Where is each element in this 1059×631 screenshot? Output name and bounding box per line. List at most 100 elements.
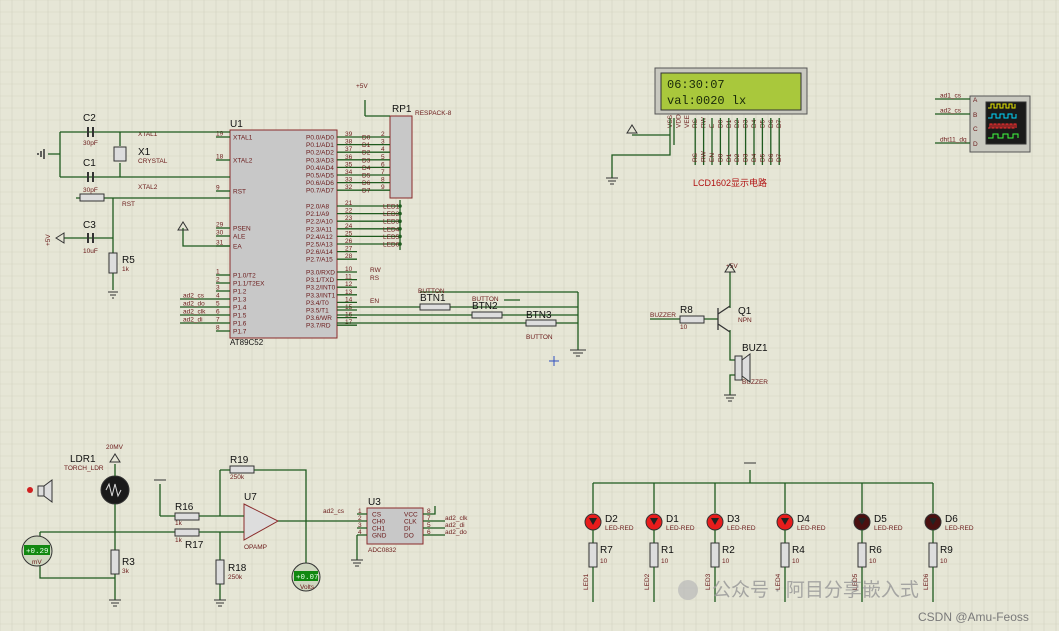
led-ref: D2 <box>605 514 618 525</box>
adc-cs-net: ad2_cs <box>323 508 345 515</box>
u1-right-pin-number: 10 <box>345 266 353 273</box>
u1-right-pin-label: P0.7/AD7 <box>306 188 334 195</box>
adc-body[interactable] <box>366 507 424 545</box>
scope-channel-label: C <box>973 126 978 133</box>
u1-right-pin-label: P0.0/AD0 <box>306 135 334 142</box>
lcd-net-label: EN <box>709 153 716 162</box>
lcd-net-label: RS <box>692 152 699 162</box>
u1-left-pin-number: 18 <box>216 154 224 161</box>
u1-right-pin-label: P2.6/A14 <box>306 249 333 256</box>
bus-label: D5 <box>362 173 371 180</box>
u1-right-pin-label: P3.2/INT0 <box>306 285 336 292</box>
bus-pin-number: 2 <box>381 131 385 138</box>
u1-right-pin-label: P2.2/A10 <box>306 219 333 226</box>
u1-part: AT89C52 <box>230 338 264 347</box>
adc-wires <box>356 506 445 560</box>
u1-right-pin-number: 27 <box>345 246 353 253</box>
scope-channel-label: A <box>973 97 978 104</box>
buzzer-ground-icon <box>724 394 736 402</box>
adc-left-pin-label: CH1 <box>372 526 385 533</box>
u1-body[interactable] <box>229 129 338 339</box>
led-bank[interactable]: D2LED-REDR710LED1D1LED-REDR110LED2D3LED-… <box>583 483 974 602</box>
led-resistor[interactable] <box>857 542 867 568</box>
u1-left-pin-label: P1.7 <box>233 329 247 336</box>
led-ref: D1 <box>666 514 679 525</box>
scope-trace-c <box>988 123 1017 129</box>
volt-meter-value: +0.07 <box>296 574 319 582</box>
c1-ref: C1 <box>83 158 96 169</box>
opamp-symbol[interactable] <box>243 503 280 541</box>
led-resistor[interactable] <box>649 542 659 568</box>
lcd-net-label: D1 <box>726 153 733 162</box>
btn3[interactable] <box>525 319 557 327</box>
buzzer-circuit[interactable]: BUZZER R8 10 Q1 NPN BUZ1 BUZZER +5V <box>650 263 768 402</box>
r18-value: 250k <box>228 574 243 581</box>
lcd-ground-icon <box>606 177 618 185</box>
lcd-caption: LCD1602显示电路 <box>693 177 767 188</box>
crystal-circuit[interactable]: C2 30pF C1 30pF X1 CRYSTAL XTAL1 XTAL2 <box>37 113 230 194</box>
btn1[interactable] <box>419 303 451 311</box>
led-resistor[interactable] <box>588 542 598 568</box>
volt-meter-display <box>294 571 318 581</box>
x1-part: CRYSTAL <box>138 158 168 165</box>
ldr-body[interactable] <box>100 475 130 505</box>
adc-right-pin-label: VCC <box>404 512 418 519</box>
reset-ground-icon <box>108 291 118 299</box>
speaker-icon[interactable] <box>37 479 53 503</box>
ea-wire <box>182 228 230 247</box>
u1-right-pin-number: 37 <box>345 146 353 153</box>
r17-body[interactable] <box>174 528 200 537</box>
u1-right-pin-label: P3.7/RD <box>306 323 331 330</box>
reset-button[interactable] <box>79 193 105 202</box>
btn2[interactable] <box>471 311 503 319</box>
reset-circuit[interactable]: RST C3 10uF R5 1k +5V <box>45 193 230 299</box>
adc-right-pin-number: 5 <box>427 522 431 529</box>
btn2-part: BUTTON <box>472 296 499 303</box>
adc-part: ADC0832 <box>368 547 397 554</box>
u1-left-pin-label: P1.2 <box>233 289 247 296</box>
rp1-body[interactable] <box>389 115 413 199</box>
mcu-u1[interactable]: U1 AT89C52 XTAL119XTAL218RST9PSEN29ALE30… <box>216 119 357 347</box>
r18-body[interactable] <box>215 559 225 585</box>
led-resistor[interactable] <box>780 542 790 568</box>
adc-right-pin-label: CLK <box>404 519 417 526</box>
led-resistor[interactable] <box>928 542 938 568</box>
q1-symbol[interactable] <box>717 305 731 333</box>
r5-body[interactable] <box>108 252 118 274</box>
p3-net-label: EN <box>370 298 379 305</box>
p3-net-label: RS <box>370 275 380 282</box>
lcd-screen <box>660 72 802 111</box>
buzzer-icon[interactable] <box>734 353 751 383</box>
r8-body[interactable] <box>679 315 705 324</box>
vcc-arrow-icon <box>55 232 65 244</box>
button-group[interactable]: BTN1 BUTTON BTN2 BUTTON BTN3 BUTTON <box>337 288 586 366</box>
q1-part: NPN <box>738 317 752 324</box>
r3-body[interactable] <box>110 549 120 575</box>
u1-right-pin-label: P2.4/A12 <box>306 234 333 241</box>
p3-net-label: RW <box>370 267 382 274</box>
r16-body[interactable] <box>174 512 200 521</box>
led-part: LED-RED <box>874 525 903 532</box>
u1-right-pin-label: P0.2/AD2 <box>306 150 334 157</box>
light-sensor-circuit[interactable]: LDR1 TORCH_LDR 20MV R3 3k +0.29 mV R16 1… <box>21 444 468 607</box>
r19-body[interactable] <box>229 465 255 474</box>
u1-left-pin-label: P1.5 <box>233 313 247 320</box>
wechat-icon <box>678 580 698 600</box>
crystal-x1[interactable] <box>113 146 127 162</box>
u1-right-pin-label: P2.3/A11 <box>306 226 333 233</box>
adc-left-pin-label: CH0 <box>372 519 385 526</box>
led-resistor[interactable] <box>710 542 720 568</box>
led-net-label: LED4 <box>775 573 782 590</box>
p1-net-label: ad2_di <box>183 317 203 324</box>
